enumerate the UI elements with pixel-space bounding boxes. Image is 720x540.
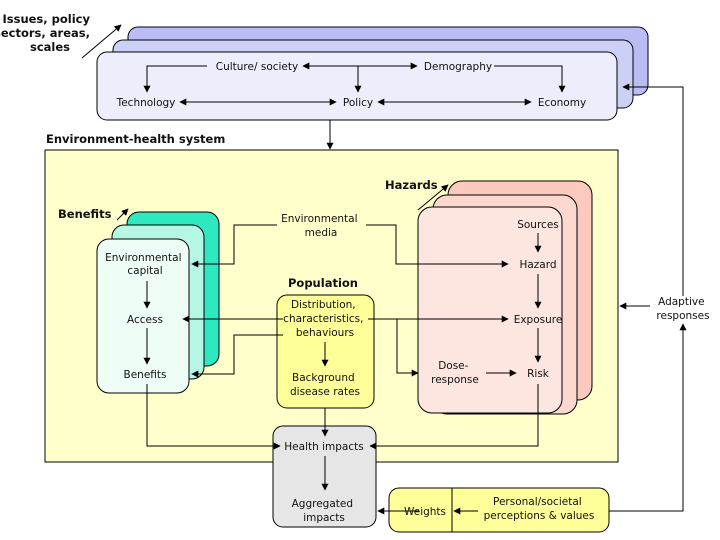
hazards-title: Hazards	[385, 178, 438, 192]
technology-label: Technology	[116, 97, 176, 109]
distribution-to-dose-arrow	[396, 319, 419, 377]
adaptive-to-policy-arrow	[622, 83, 684, 296]
weights-box	[388, 487, 610, 533]
system-title: Environment-health system	[46, 132, 225, 146]
adaptive-responses-label: Adaptive responses	[656, 296, 709, 322]
distribution-to-benefits-arrow	[191, 334, 283, 378]
policy-box	[96, 51, 618, 121]
issues-label: Issues, policy sectors, areas, scales	[0, 12, 94, 54]
issues-arrow	[81, 24, 122, 59]
culture-to-technology-line	[143, 65, 207, 93]
population-title: Population	[288, 276, 358, 290]
environmental-capital-label: Environmental capital	[105, 252, 185, 277]
aggregated-impacts-label: Aggregated impacts	[292, 498, 357, 524]
benefits-title: Benefits	[58, 207, 112, 221]
media-to-hazard-arrow	[366, 224, 509, 268]
distribution-label: Distribution, characteristics, behaviour…	[283, 299, 367, 339]
demography-label: Demography	[424, 61, 492, 73]
hazards-box	[417, 206, 563, 414]
sources-label: Sources	[517, 219, 559, 231]
weights-label: Weights	[404, 506, 446, 518]
access-label: Access	[127, 314, 163, 326]
risk-label: Risk	[527, 368, 550, 380]
policy-label: Policy	[343, 97, 373, 109]
demography-to-economy-line	[494, 65, 566, 93]
health-impacts-label: Health impacts	[284, 441, 363, 453]
benefits-arrow	[116, 208, 129, 221]
risk-to-impacts-arrow	[369, 384, 539, 450]
economy-label: Economy	[538, 97, 586, 109]
perceptions-to-adaptive-arrow	[609, 323, 687, 512]
perceptions-label: Personal/societal perceptions & values	[484, 496, 595, 522]
benefits-stack	[96, 211, 220, 394]
environmental-media-label: Environmental media	[281, 213, 361, 239]
dose-response-label: Dose- response	[431, 360, 479, 386]
exposure-label: Exposure	[514, 314, 563, 326]
hazards-arrow	[417, 184, 449, 211]
background-disease-label: Background disease rates	[290, 372, 360, 398]
hazard-label: Hazard	[519, 259, 556, 271]
benefits-to-impacts-arrow	[146, 384, 281, 450]
media-to-capital-arrow	[191, 224, 277, 268]
culture-society-label: Culture/ society	[216, 61, 298, 73]
benefits-label: Benefits	[124, 369, 167, 381]
